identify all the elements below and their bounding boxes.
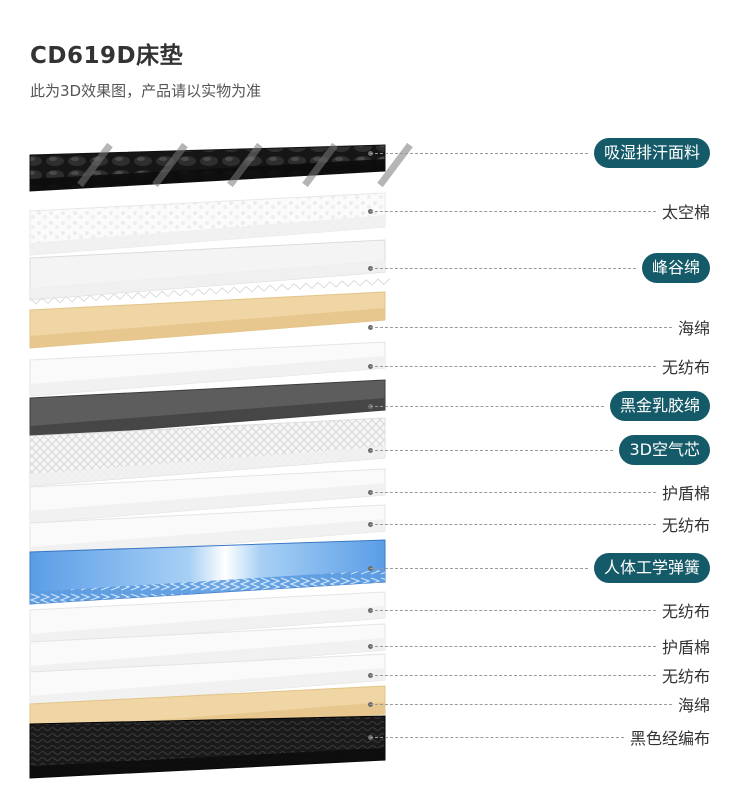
layer-label: 护盾棉 [661, 484, 710, 503]
leader-line [370, 704, 672, 705]
leader-line [370, 211, 656, 212]
layer-label-row: 无纺布 [0, 509, 750, 539]
leader-line [370, 524, 656, 525]
layer-spring-unit [29, 539, 386, 605]
layer-dark-latex [29, 379, 386, 439]
leader-line [370, 450, 614, 451]
leader-line [370, 568, 588, 569]
layer-label-row: 3D空气芯 [0, 435, 750, 465]
leader-line [370, 327, 672, 328]
leader-line [370, 646, 656, 647]
layer-label-badge: 人体工学弹簧 [593, 553, 710, 583]
layer-beige-foam [29, 291, 386, 349]
layer-label: 黑色经编布 [629, 729, 710, 748]
leader-line [370, 492, 656, 493]
layer-label-badge: 3D空气芯 [619, 435, 710, 465]
page-title: CD619D床垫 [30, 43, 184, 69]
layer-label: 太空棉 [661, 203, 710, 222]
layer-label: 无纺布 [661, 667, 710, 686]
layer-label-row: 太空棉 [0, 196, 750, 226]
leader-line [370, 610, 656, 611]
layer-black-knit [29, 715, 386, 779]
leader-line [370, 737, 624, 738]
layer-label-badge: 黑金乳胶绵 [609, 391, 710, 421]
page-subtitle: 此为3D效果图，产品请以实物为准 [30, 82, 262, 100]
layer-egg-crate [29, 239, 391, 305]
layer-white-fluffy [29, 192, 386, 256]
layer-air-mesh [29, 417, 386, 487]
layer-label-row: 无纺布 [0, 595, 750, 625]
layer-white-sheet [29, 653, 386, 709]
layer-label: 海绵 [677, 319, 710, 338]
layer-white-sheet [29, 341, 386, 397]
layer-label: 无纺布 [661, 602, 710, 621]
layer-label-row: 黑金乳胶绵 [0, 391, 750, 421]
layer-label: 护盾棉 [661, 638, 710, 657]
layer-label-row: 峰谷绵 [0, 253, 750, 283]
layer-label-row: 护盾棉 [0, 631, 750, 661]
layer-label-badge: 吸湿排汗面料 [593, 138, 710, 168]
layer-label-row: 人体工学弹簧 [0, 553, 750, 583]
layer-black-quilted [29, 142, 413, 192]
leader-line [370, 268, 636, 269]
layer-label-row: 无纺布 [0, 351, 750, 381]
layer-label-row: 海绵 [0, 312, 750, 342]
leader-line [370, 406, 604, 407]
leader-line [370, 153, 588, 154]
layer-label-row: 护盾棉 [0, 477, 750, 507]
layer-label-row: 无纺布 [0, 660, 750, 690]
layer-white-sheet [29, 468, 386, 524]
layer-label: 海绵 [677, 696, 710, 715]
leader-line [370, 366, 656, 367]
layer-label-badge: 峰谷绵 [641, 253, 710, 283]
layer-label: 无纺布 [661, 358, 710, 377]
layer-label-row: 黑色经编布 [0, 722, 750, 752]
layer-label-row: 吸湿排汗面料 [0, 138, 750, 168]
leader-line [370, 675, 656, 676]
layer-white-sheet [29, 591, 386, 647]
layer-label-row: 海绵 [0, 689, 750, 719]
layer-label: 无纺布 [661, 516, 710, 535]
